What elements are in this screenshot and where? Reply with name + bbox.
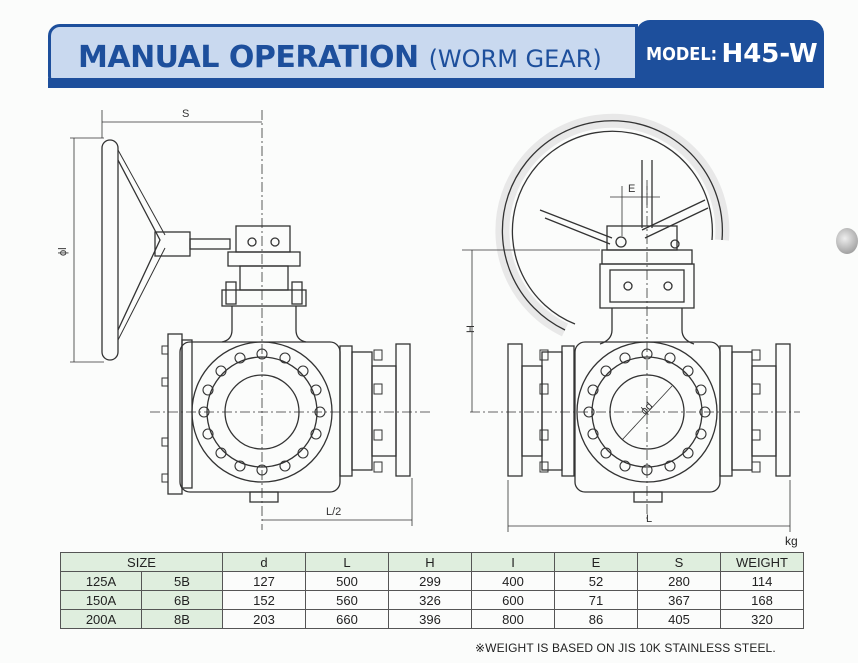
title-main: MANUAL OPERATION bbox=[78, 40, 419, 75]
title-underline bbox=[48, 78, 823, 88]
model-badge: MODEL: H45-W bbox=[636, 20, 824, 88]
cell: 200A bbox=[60, 609, 142, 629]
col-weight: WEIGHT bbox=[720, 552, 804, 572]
col-l: L bbox=[305, 552, 389, 572]
dim-l-label: L bbox=[646, 513, 652, 525]
front-view: H E L ϕd bbox=[462, 113, 800, 532]
cell: 367 bbox=[637, 590, 721, 610]
cell: 52 bbox=[554, 571, 638, 591]
cell: 400 bbox=[471, 571, 555, 591]
handwheel-rim bbox=[101, 139, 119, 361]
table-header-row: SIZE d L H I E S WEIGHT bbox=[60, 552, 804, 572]
model-prefix: MODEL: bbox=[646, 43, 718, 65]
cell: 299 bbox=[388, 571, 472, 591]
cell: 114 bbox=[720, 571, 804, 591]
cell: 500 bbox=[305, 571, 389, 591]
dim-s-label: S bbox=[182, 108, 189, 120]
handwheel-arc bbox=[501, 120, 724, 331]
cell: 86 bbox=[554, 609, 638, 629]
page-title: MANUAL OPERATION (WORM GEAR) bbox=[78, 40, 602, 75]
handwheel-spokes bbox=[539, 199, 706, 239]
dim-lhalf-label: L/2 bbox=[326, 506, 341, 518]
cell: 5B bbox=[141, 571, 223, 591]
cell: 127 bbox=[222, 571, 306, 591]
dim-phil-label: ϕl bbox=[57, 247, 69, 256]
cell: 600 bbox=[471, 590, 555, 610]
cell: 168 bbox=[720, 590, 804, 610]
handwheel-spoke bbox=[117, 159, 161, 331]
cell: 203 bbox=[222, 609, 306, 629]
cell: 280 bbox=[637, 571, 721, 591]
model-code: H45-W bbox=[721, 39, 818, 69]
unit-label: kg bbox=[785, 534, 798, 548]
table-row: 200A 8B 203 660 396 800 86 405 320 bbox=[60, 609, 804, 629]
col-e: E bbox=[554, 552, 638, 572]
title-sub: (WORM GEAR) bbox=[428, 45, 602, 73]
gear-box bbox=[235, 225, 291, 253]
dimension-table: SIZE d L H I E S WEIGHT 125A 5B 127 500 … bbox=[60, 552, 804, 629]
col-size: SIZE bbox=[60, 552, 223, 572]
cell: 71 bbox=[554, 590, 638, 610]
col-i: I bbox=[471, 552, 555, 572]
col-s: S bbox=[637, 552, 721, 572]
dim-h-label: H bbox=[465, 325, 477, 333]
cell: 396 bbox=[388, 609, 472, 629]
cell: 320 bbox=[720, 609, 804, 629]
valve-drawing: S ϕl L/2 bbox=[57, 108, 800, 532]
cell: 125A bbox=[60, 571, 142, 591]
table-row: 125A 5B 127 500 299 400 52 280 114 bbox=[60, 571, 804, 591]
table-row: 150A 6B 152 560 326 600 71 367 168 bbox=[60, 590, 804, 610]
table-footnote: ※WEIGHT IS BASED ON JIS 10K STAINLESS ST… bbox=[475, 641, 776, 655]
cell: 150A bbox=[60, 590, 142, 610]
col-d: d bbox=[222, 552, 306, 572]
page-tab-marker bbox=[836, 228, 858, 254]
cell: 326 bbox=[388, 590, 472, 610]
side-view: S ϕl L/2 bbox=[57, 108, 430, 530]
cell: 800 bbox=[471, 609, 555, 629]
cell: 560 bbox=[305, 590, 389, 610]
handwheel-hub bbox=[154, 231, 191, 257]
cell: 405 bbox=[637, 609, 721, 629]
cell: 6B bbox=[141, 590, 223, 610]
cell: 8B bbox=[141, 609, 223, 629]
dim-phid-label: ϕd bbox=[638, 400, 655, 417]
cell: 152 bbox=[222, 590, 306, 610]
dim-e-label: E bbox=[628, 183, 635, 195]
col-h: H bbox=[388, 552, 472, 572]
cell: 660 bbox=[305, 609, 389, 629]
